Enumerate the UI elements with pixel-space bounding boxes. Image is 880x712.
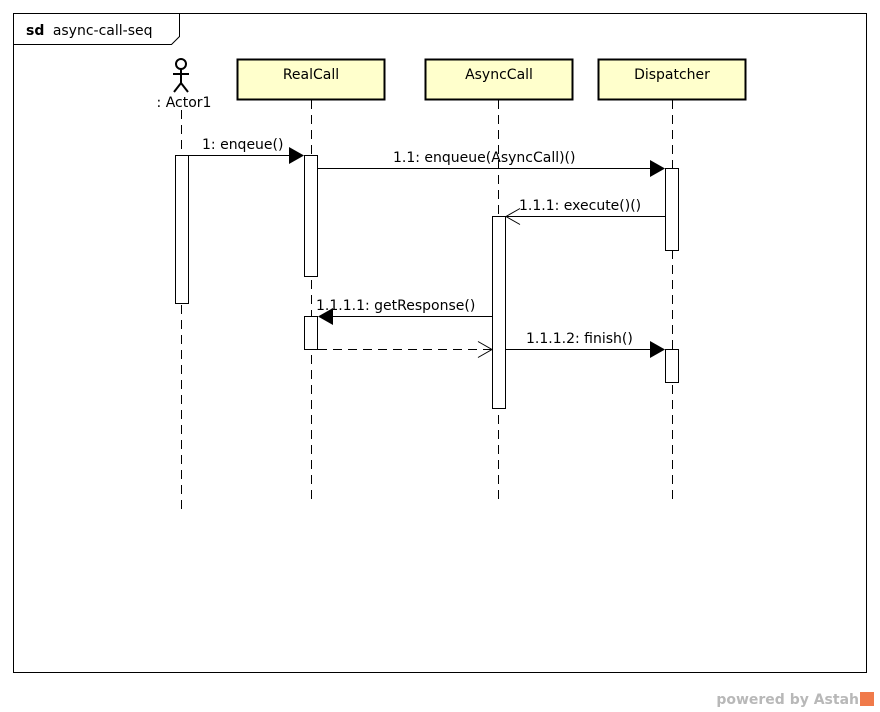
- lifeline-head-dispatcher[interactable]: Dispatcher: [597, 58, 747, 101]
- lifeline-head-realcall[interactable]: RealCall: [236, 58, 386, 101]
- powered-by-watermark: powered by Astah: [716, 692, 874, 708]
- lifeline-label-dispatcher: Dispatcher: [634, 67, 710, 83]
- astah-logo-icon: [860, 692, 874, 706]
- actor-figure: [173, 58, 189, 93]
- lifeline-label-realcall: RealCall: [283, 67, 339, 83]
- frame-title: sd async-call-seq: [26, 23, 153, 39]
- frame-name: async-call-seq: [53, 23, 153, 39]
- message-1-1-1[interactable]: 1.1.1: execute()(): [504, 198, 665, 225]
- diagram-frame: [13, 13, 867, 673]
- activation-dispatcher-2: [665, 349, 679, 383]
- message-1[interactable]: 1: enqeue(): [189, 137, 304, 164]
- powered-by-text: powered by Astah: [716, 692, 859, 708]
- message-1-1-label: 1.1: enqueue(AsyncCall)(): [393, 150, 576, 166]
- activation-actor: [175, 155, 189, 304]
- lifeline-label-asynccall: AsyncCall: [465, 67, 533, 83]
- message-1-1-1-2[interactable]: 1.1.1.2: finish(): [506, 331, 665, 358]
- lifeline-head-asynccall[interactable]: AsyncCall: [424, 58, 574, 101]
- frame-title-tab: [13, 13, 180, 45]
- return-message[interactable]: [318, 341, 494, 358]
- message-1-label: 1: enqeue(): [202, 137, 283, 153]
- activation-realcall-1: [304, 155, 318, 277]
- activation-asynccall: [492, 216, 506, 409]
- frame-keyword: sd: [26, 23, 44, 39]
- actor-label: : Actor1: [157, 95, 212, 111]
- activation-realcall-2: [304, 316, 318, 350]
- activation-dispatcher-1: [665, 168, 679, 251]
- message-1-1-1-2-label: 1.1.1.2: finish(): [526, 331, 633, 347]
- message-1-1-1-label: 1.1.1: execute()(): [519, 198, 641, 214]
- message-1-1-1-1-label: 1.1.1.1: getResponse(): [316, 298, 475, 314]
- message-1-1-1-1[interactable]: 1.1.1.1: getResponse(): [316, 298, 492, 325]
- message-1-1[interactable]: 1.1: enqueue(AsyncCall)(): [318, 150, 665, 177]
